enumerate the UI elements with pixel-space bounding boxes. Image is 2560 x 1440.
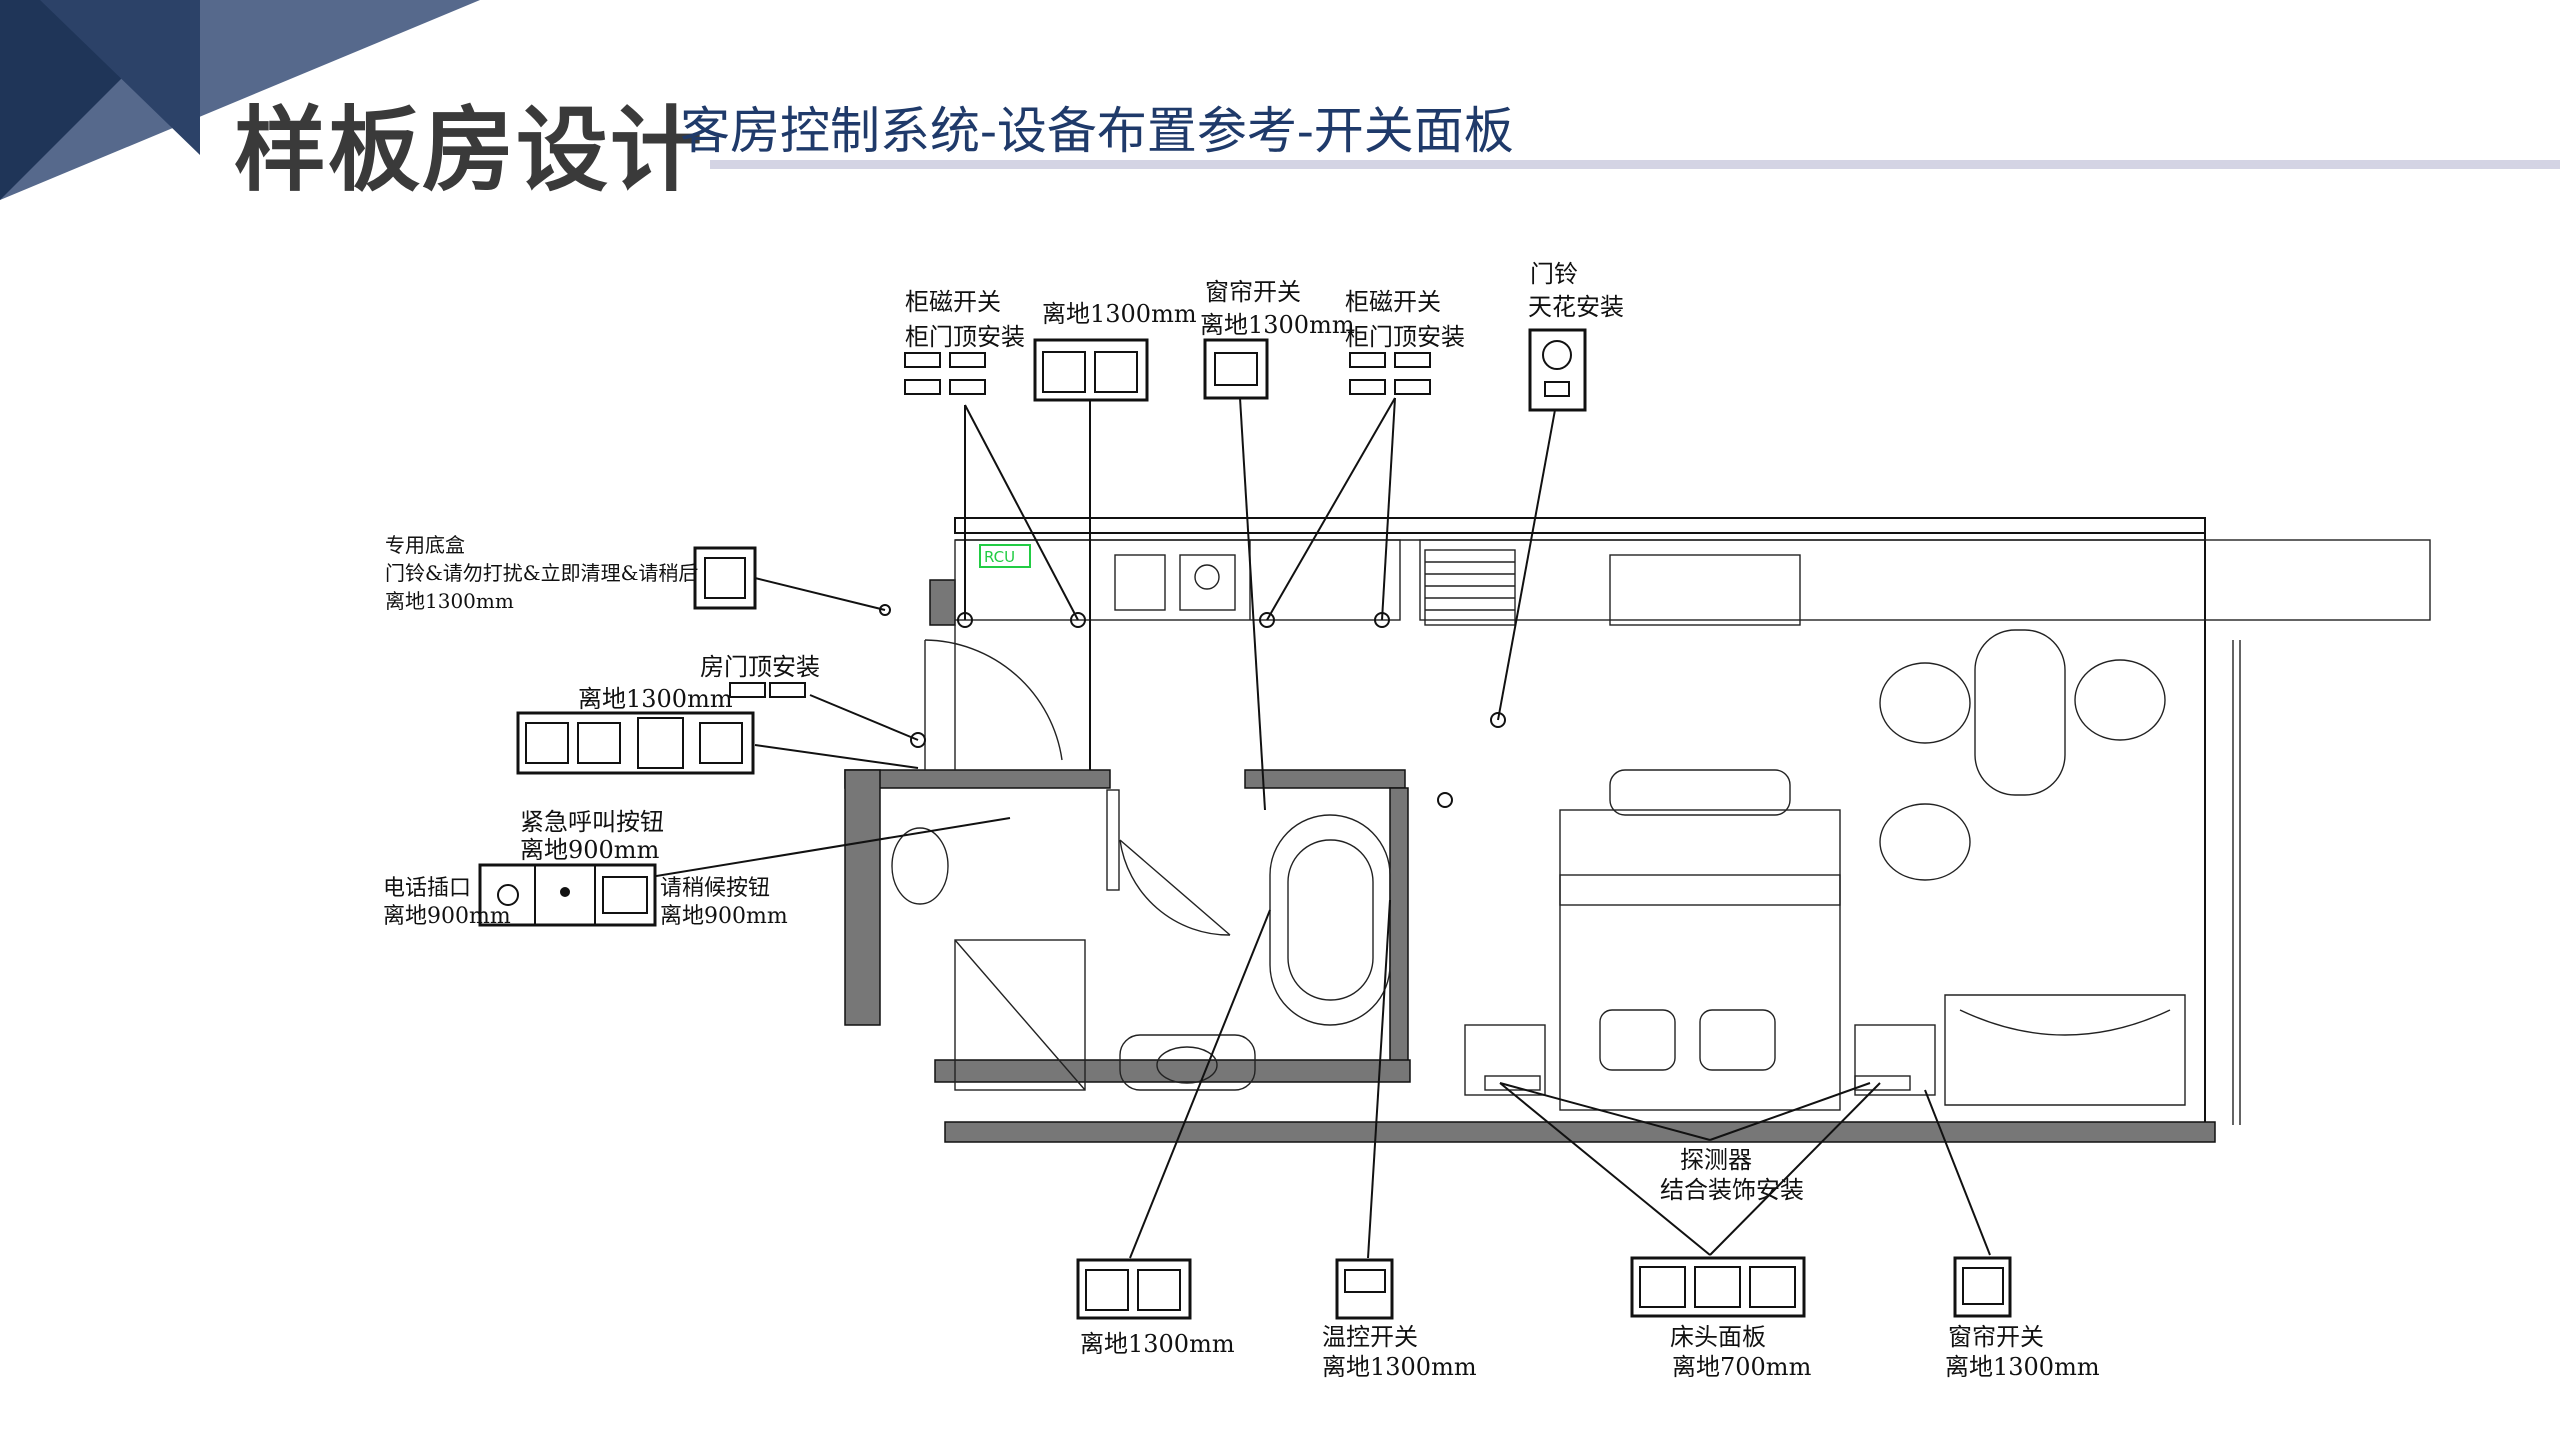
corner-banner bbox=[0, 0, 480, 200]
page-subtitle: 客房控制系统-设备布置参考-开关面板 bbox=[680, 102, 1514, 160]
leader-lines bbox=[619, 397, 1991, 1259]
label-doorbell-1: 门铃 bbox=[1530, 260, 1578, 288]
rcu-tag: RCU bbox=[984, 548, 1015, 566]
header-rule bbox=[710, 160, 2560, 169]
label-detector-1: 探测器 bbox=[1680, 1146, 1752, 1174]
label-cabinet-switch-left-2: 柜门顶安装 bbox=[905, 323, 1025, 351]
label-doorbell-2: 天花安装 bbox=[1528, 293, 1624, 321]
panel-top-1300 bbox=[1033, 338, 1149, 402]
label-special-box-2: 门铃&请勿打扰&立即清理&请稍后 bbox=[385, 561, 698, 585]
panel-bedside bbox=[1630, 1256, 1806, 1318]
label-phone-1: 电话插口 bbox=[383, 876, 471, 901]
radiator-grille bbox=[1424, 549, 1516, 626]
panel-cabinet-switch-right bbox=[1349, 352, 1431, 395]
panel-special-box bbox=[693, 546, 757, 610]
label-bedside-1: 床头面板 bbox=[1670, 1323, 1766, 1351]
panel-doorbell bbox=[1528, 328, 1587, 412]
label-sos-1: 请稍候按钮 bbox=[660, 876, 770, 901]
label-thermostat-1: 温控开关 bbox=[1322, 1323, 1418, 1351]
label-entry-panel-height: 离地1300mm bbox=[578, 685, 733, 713]
label-curtain-switch-top-2: 离地1300mm bbox=[1200, 311, 1355, 339]
panel-cabinet-switch-left bbox=[904, 352, 986, 395]
label-curtain-switch-bottom-1: 窗帘开关 bbox=[1948, 1323, 2044, 1351]
rcu-tag-box bbox=[979, 544, 1031, 568]
label-phone-2: 离地900mm bbox=[383, 904, 511, 929]
label-door-top-install: 房门顶安装 bbox=[700, 653, 820, 681]
label-curtain-switch-top-1: 窗帘开关 bbox=[1205, 278, 1301, 306]
label-bottom-panel-height: 离地1300mm bbox=[1080, 1330, 1235, 1358]
panel-entry-1300 bbox=[516, 711, 755, 775]
label-cabinet-switch-left-1: 柜磁开关 bbox=[905, 288, 1001, 316]
panel-curtain-switch-bottom bbox=[1953, 1256, 2012, 1318]
label-emergency-2: 离地900mm bbox=[520, 836, 660, 864]
panel-bottom-1300 bbox=[1076, 1258, 1192, 1320]
label-curtain-switch-bottom-2: 离地1300mm bbox=[1945, 1353, 2100, 1381]
panel-emergency-row bbox=[478, 863, 657, 927]
label-cabinet-switch-right-1: 柜磁开关 bbox=[1345, 288, 1441, 316]
device-markers bbox=[879, 604, 1911, 1091]
label-detector-2: 结合装饰安装 bbox=[1660, 1176, 1804, 1204]
label-special-box-3: 离地1300mm bbox=[385, 589, 514, 613]
label-cabinet-switch-right-2: 柜门顶安装 bbox=[1345, 323, 1465, 351]
panel-thermostat bbox=[1335, 1258, 1394, 1320]
label-sos-2: 离地900mm bbox=[660, 904, 788, 929]
label-bedside-2: 离地700mm bbox=[1672, 1353, 1812, 1381]
label-emergency-1: 紧急呼叫按钮 bbox=[520, 808, 664, 836]
page-title: 样板房设计 bbox=[234, 97, 705, 204]
label-special-box-1: 专用底盒 bbox=[385, 533, 465, 557]
room-walls: RCU bbox=[844, 517, 2431, 1143]
panel-curtain-switch-top bbox=[1203, 338, 1269, 400]
panel-door-top bbox=[729, 682, 806, 698]
label-top-panel-height: 离地1300mm bbox=[1042, 300, 1197, 328]
label-thermostat-2: 离地1300mm bbox=[1322, 1353, 1477, 1381]
